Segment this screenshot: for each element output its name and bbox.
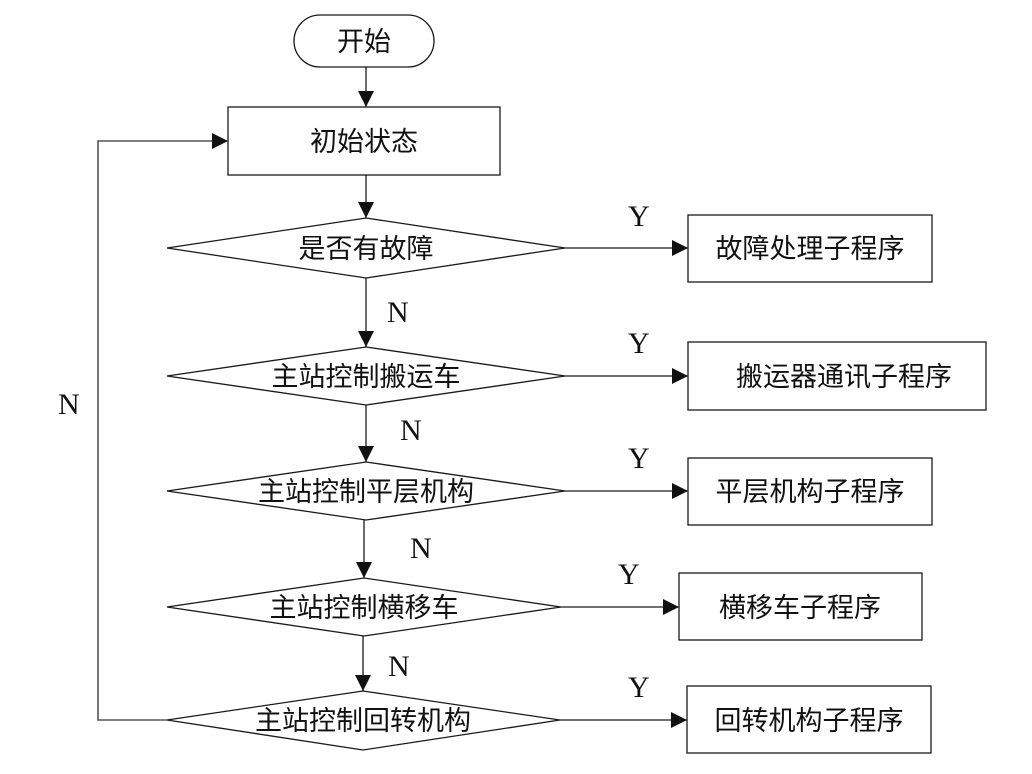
subroutine-5-label: 回转机构子程序 — [715, 706, 904, 737]
decision-1-label: 是否有故障 — [299, 234, 434, 265]
decision-4-label: 主站控制横移车 — [270, 593, 459, 624]
decision-3-label: 主站控制平层机构 — [258, 477, 474, 508]
decision-1-yes-label: Y — [628, 200, 650, 233]
decision-4-no-label: N — [388, 650, 410, 683]
subroutine-1-label: 故障处理子程序 — [716, 234, 905, 265]
loop-back-label: N — [58, 388, 80, 421]
start-label: 开始 — [337, 27, 391, 58]
decision-leveling: 主站控制平层机构 — [166, 461, 566, 521]
loop-back-arrow — [97, 133, 228, 721]
decision-5-yes-label: Y — [628, 671, 650, 704]
subroutine-2-label: 搬运器通讯子程序 — [736, 362, 952, 393]
decision-traverse-cart: 主站控制横移车 — [166, 577, 562, 637]
decision-2-label: 主站控制搬运车 — [272, 362, 461, 393]
decision-4-yes-label: Y — [618, 558, 640, 591]
subroutine-3-label: 平层机构子程序 — [716, 477, 905, 508]
decision-5-label: 主站控制回转机构 — [255, 706, 471, 737]
subroutine-rotation: 回转机构子程序 — [686, 685, 932, 754]
initial-state-label: 初始状态 — [310, 127, 418, 158]
start-terminal: 开始 — [293, 14, 435, 68]
subroutine-carrier-comm: 搬运器通讯子程序 — [687, 341, 987, 411]
decision-carrier: 主站控制搬运车 — [166, 346, 566, 406]
initial-state-box: 初始状态 — [227, 106, 501, 176]
decision-2-yes-label: Y — [628, 327, 650, 360]
subroutine-4-label: 横移车子程序 — [719, 593, 881, 624]
subroutine-fault-handling: 故障处理子程序 — [687, 214, 933, 283]
decision-2-no-label: N — [400, 414, 422, 447]
decision-3-yes-label: Y — [628, 442, 650, 475]
decision-fault: 是否有故障 — [166, 217, 566, 279]
decision-3-no-label: N — [410, 532, 432, 565]
decision-1-no-label: N — [387, 296, 409, 329]
decision-rotation: 主站控制回转机构 — [166, 690, 561, 751]
subroutine-leveling: 平层机构子程序 — [687, 457, 933, 526]
subroutine-traverse-cart: 横移车子程序 — [678, 572, 923, 641]
